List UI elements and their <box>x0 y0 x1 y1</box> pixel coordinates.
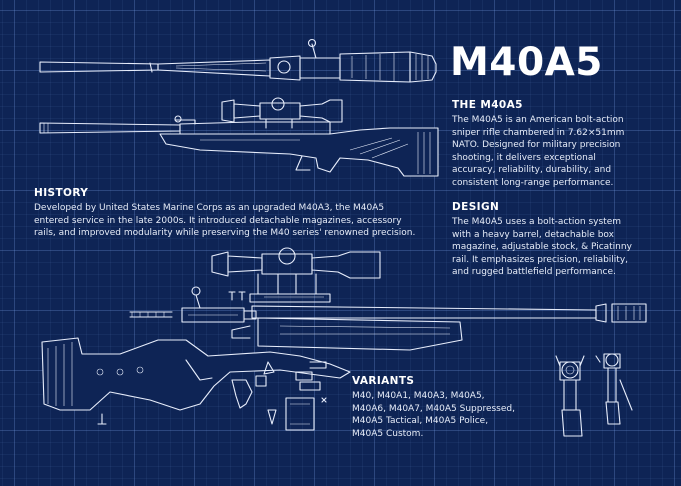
design-line: with a heavy barrel, detachable box <box>452 229 614 240</box>
about-line: sniper rifle chambered in 7.62×51mm <box>452 127 625 138</box>
variants-line: M40, M40A1, M40A3, M40A5, <box>352 391 485 401</box>
variants-line: M40A5 Tactical, M40A5 Police, <box>352 416 489 427</box>
about-line: The M40A5 is an American bolt-action <box>452 115 624 125</box>
about-line: NATO. Designed for military precision <box>452 140 621 151</box>
variants-heading: VARIANTS <box>352 375 415 387</box>
about-line: consistent long-range performance. <box>452 177 614 188</box>
about-line: accuracy, reliability, durability, and <box>452 165 612 176</box>
stock-exploded-drawing <box>41 337 351 425</box>
variants-line: M40A6, M40A7, M40A5 Suppressed, <box>352 403 515 414</box>
rifle-top-view-drawing <box>39 38 437 83</box>
scope-exploded-drawing <box>211 247 381 303</box>
variants-text: M40, M40A1, M40A3, M40A5, M40A6, M40A7, … <box>352 390 515 440</box>
bolt-parts-drawing <box>129 286 257 323</box>
history-text: Developed by United States Marine Corps … <box>34 202 415 240</box>
about-text: The M40A5 is an American bolt-action sni… <box>452 114 624 190</box>
about-heading: THE M40A5 <box>452 99 523 111</box>
trigger-magazine-drawing <box>231 361 327 431</box>
history-heading: HISTORY <box>34 187 89 199</box>
front-view-drawings <box>555 353 633 437</box>
rifle-side-view-drawing <box>39 97 439 177</box>
design-text: The M40A5 uses a bolt-action system with… <box>452 216 632 279</box>
design-heading: DESIGN <box>452 201 500 213</box>
history-line: rails, and improved modularity while pre… <box>34 228 416 239</box>
design-line: rail. It emphasizes precision, reliabili… <box>452 254 629 265</box>
variants-line: M40A5 Custom. <box>352 428 424 439</box>
about-line: shooting, it delivers exceptional <box>452 152 596 163</box>
design-line: and rugged battlefield performance. <box>452 267 616 278</box>
page-title: M40A5 <box>450 40 603 85</box>
design-line: magazine, adjustable stock, & Picatinny <box>452 242 632 253</box>
barrel-exploded-drawing <box>231 303 647 351</box>
history-line: entered service in the late 2000s. It in… <box>34 215 402 226</box>
design-line: The M40A5 uses a bolt-action system <box>452 217 622 227</box>
history-line: Developed by United States Marine Corps … <box>34 203 385 213</box>
